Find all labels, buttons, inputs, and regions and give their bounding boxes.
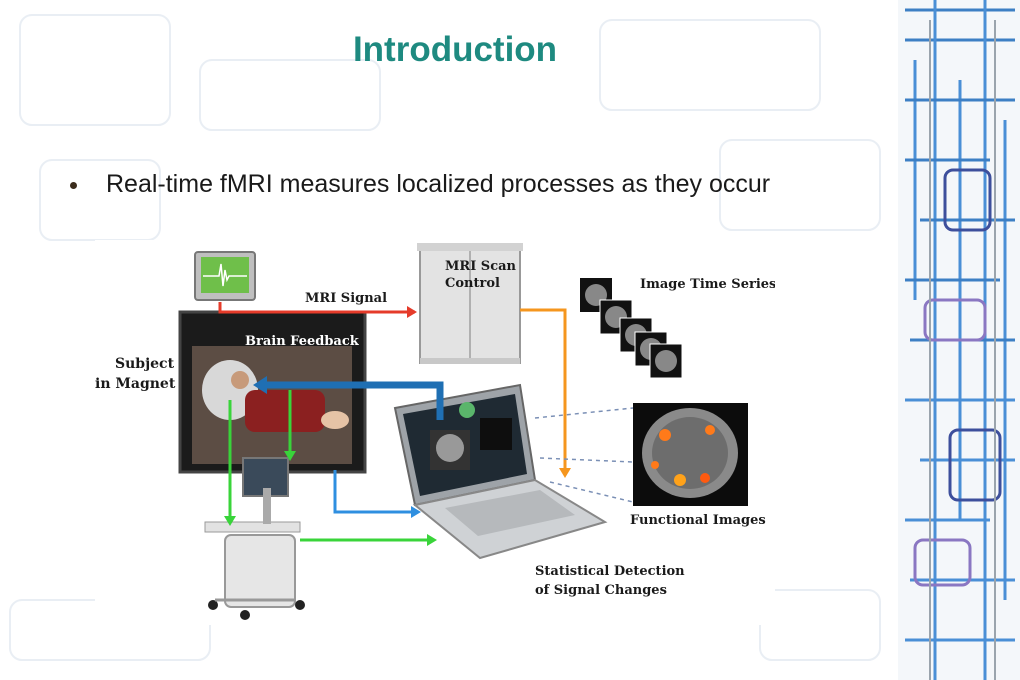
arrow-head-feedback xyxy=(253,376,267,394)
label-mri-scan-line1: MRI Scan xyxy=(445,259,517,274)
arrow-head-green-1 xyxy=(224,516,236,526)
bullet-item: Real-time fMRI measures localized proces… xyxy=(70,168,800,200)
slide-title: Introduction xyxy=(352,30,558,69)
dashed-lines-functional xyxy=(534,407,634,503)
label-mri-scan-line2: Control xyxy=(445,276,500,291)
label-statistical-line1: Statistical Detection xyxy=(535,564,685,579)
label-subject-line1: Subject xyxy=(115,356,175,372)
arrow-mri-signal xyxy=(218,302,415,314)
label-functional-images: Functional Images xyxy=(630,513,766,528)
arrow-head-green-3 xyxy=(427,534,437,546)
arrow-head-blue xyxy=(411,506,421,518)
arrow-blue-to-laptop xyxy=(333,470,415,514)
arrow-head-mri-signal xyxy=(407,306,417,318)
functional-image xyxy=(633,403,748,506)
signal-display-icon xyxy=(194,251,256,301)
label-statistical-line2: of Signal Changes xyxy=(535,583,667,598)
laptop xyxy=(393,383,608,560)
label-subject-line2: in Magnet xyxy=(95,376,176,392)
fmri-diagram: MRI Scan Control Image Time Series Brain… xyxy=(95,240,775,625)
arrow-brain-feedback xyxy=(265,381,444,420)
arrow-head-scan xyxy=(559,468,571,478)
label-image-time-series: Image Time Series xyxy=(640,277,775,292)
arrow-scan-to-laptop xyxy=(520,308,567,472)
arrow-green-down xyxy=(228,390,430,542)
label-brain-feedback: Brain Feedback xyxy=(245,334,360,349)
bullet-dot-icon xyxy=(70,182,77,189)
bullet-text: Real-time fMRI measures localized proces… xyxy=(106,170,771,198)
mri-scan-control-cabinet xyxy=(417,243,523,364)
response-kiosk xyxy=(204,457,305,620)
label-mri-signal: MRI Signal xyxy=(305,291,387,306)
arrow-head-green-2 xyxy=(284,451,296,461)
image-time-series-stack xyxy=(580,278,683,379)
